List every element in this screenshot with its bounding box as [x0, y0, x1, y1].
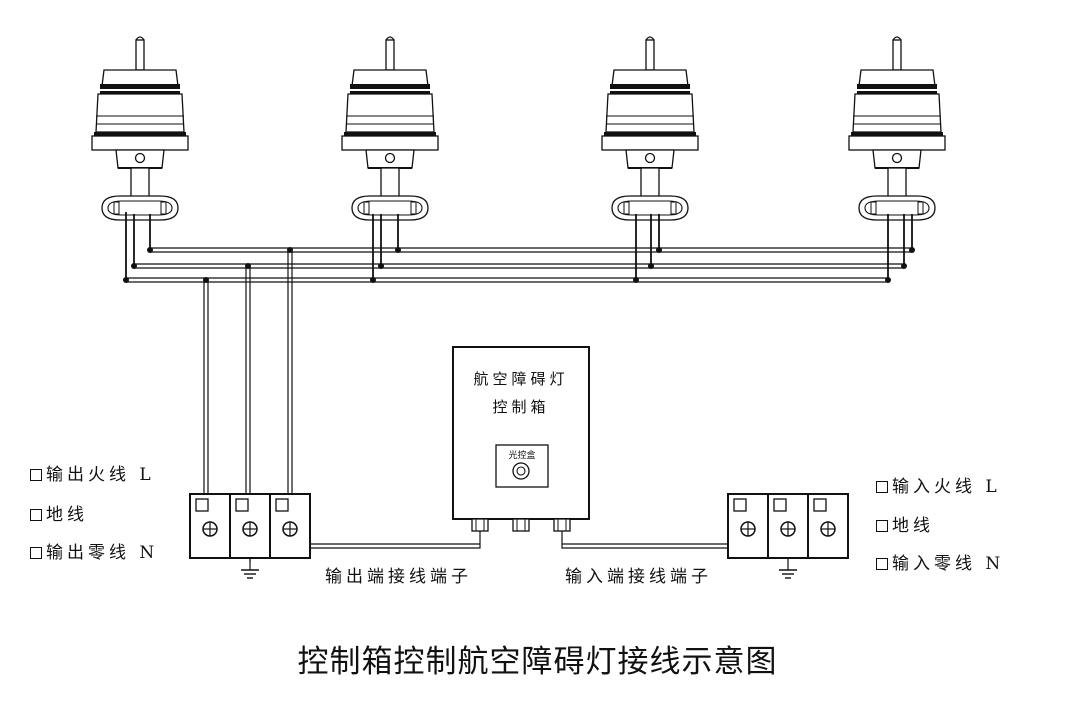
output-label-ground: 地线 [30, 500, 88, 525]
output-label-live: 输出火线 L [30, 460, 155, 485]
control-box-label-line1: 航空障碍灯 [473, 370, 569, 388]
input-label-neutral: 输入零线 N [876, 549, 1004, 574]
input-label-live: 输入火线 L [876, 472, 1001, 497]
checkbox-square-icon [876, 558, 888, 570]
control-box [452, 346, 590, 532]
output-terminal-caption: 输出端接线端子 [325, 567, 472, 587]
checkbox-square-icon [30, 547, 42, 559]
output-terminal-block [189, 493, 311, 579]
output-label-neutral: 输出零线 N [30, 538, 158, 563]
cable-gland-icon [553, 518, 571, 532]
cable-gland-icon [471, 518, 489, 532]
light-sensor-label: 光控盒 [508, 451, 536, 461]
control-box-label-line2: 控制箱 [492, 398, 550, 416]
obstruction-lamp-icon [601, 36, 699, 221]
checkbox-square-icon [876, 481, 888, 493]
output-feed-wires [203, 250, 293, 496]
checkbox-square-icon [30, 469, 42, 481]
cable-gland-icon [512, 518, 530, 532]
input-label-ground: 地线 [876, 511, 934, 536]
obstruction-lamp-icon [341, 36, 439, 221]
input-terminal-block [727, 493, 849, 579]
ground-icon [778, 557, 798, 579]
terminal-cables [310, 531, 728, 549]
bus-lines [126, 247, 912, 283]
diagram-title: 控制箱控制航空障碍灯接线示意图 [297, 644, 778, 680]
obstruction-lamp-icon [91, 36, 189, 221]
light-sensor-box [495, 444, 549, 488]
obstruction-lamp-icon [848, 36, 946, 221]
checkbox-square-icon [876, 520, 888, 532]
ground-icon [240, 557, 260, 579]
lamp-drop-wires [125, 212, 913, 280]
checkbox-square-icon [30, 509, 42, 521]
input-terminal-caption: 输入端接线端子 [565, 567, 712, 587]
